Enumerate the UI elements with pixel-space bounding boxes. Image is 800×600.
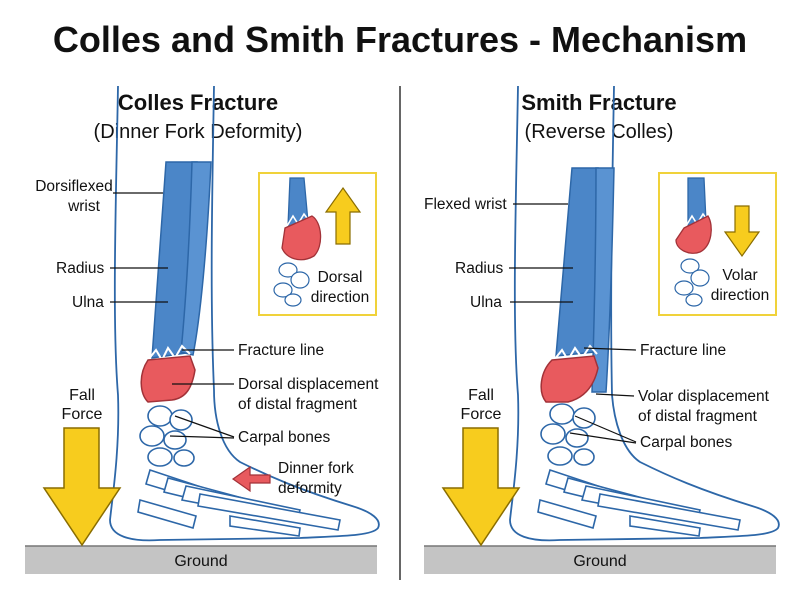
left-arrow-icon [231, 465, 271, 493]
inset-label-1: Dorsal [318, 269, 363, 286]
up-arrow-icon [324, 186, 362, 245]
colles-force-label-2: Force [62, 406, 103, 423]
hand-bones [137, 468, 341, 537]
label-fracture-line: Fracture line [640, 342, 726, 359]
colles-force-label-1: Fall [69, 387, 95, 404]
label-radius: Radius [56, 260, 104, 277]
inset-carpal-bones [674, 258, 710, 307]
carpal-bones [139, 405, 195, 467]
ground-label: Ground [174, 553, 227, 570]
inset-label-1: Volar [722, 267, 757, 284]
label-flexed: Flexed wrist [424, 196, 507, 213]
label-deformity-2: deformity [278, 480, 342, 497]
fracture-zigzag [553, 344, 598, 362]
colles-panel: Colles Fracture (Dinner Fork Deformity) … [25, 85, 380, 574]
smith-panel: Smith Fracture (Reverse Colles) Ground F… [424, 85, 780, 574]
smith-force-label-2: Force [461, 406, 502, 423]
leader-carpal-2 [569, 432, 637, 444]
colles-subtitle: (Dinner Fork Deformity) [94, 121, 303, 143]
ground-label: Ground [573, 553, 626, 570]
ulna-bone [180, 161, 212, 356]
label-ulna: Ulna [470, 294, 502, 311]
smith-subtitle: (Reverse Colles) [525, 121, 674, 143]
distal-fragment [540, 355, 599, 403]
label-dorsiflexed-2: wrist [67, 198, 101, 215]
fall-force-arrow-icon [441, 427, 521, 547]
smith-force-label-1: Fall [468, 387, 494, 404]
label-fracture-line: Fracture line [238, 342, 324, 359]
leader-carpal-1 [574, 415, 637, 443]
ground-bar [25, 546, 377, 574]
inset-fragment [675, 215, 712, 254]
fall-force-arrow-icon [42, 427, 122, 547]
label-carpal: Carpal bones [640, 434, 732, 451]
carpal-bones [540, 403, 596, 466]
label-ulna: Ulna [72, 294, 104, 311]
label-displacement-1: Volar displacement [638, 388, 770, 405]
inset-label-2: direction [311, 289, 370, 306]
label-carpal: Carpal bones [238, 429, 330, 446]
colles-title: Colles Fracture [118, 90, 278, 115]
inset-label-2: direction [711, 287, 770, 304]
label-deformity-1: Dinner fork [278, 460, 354, 477]
smith-inset: Volar direction [658, 172, 777, 316]
radius-bone [555, 167, 599, 357]
leader-carpal-1 [174, 415, 235, 438]
hand-bones [537, 468, 741, 537]
leader-carpal-2 [169, 435, 235, 439]
fracture-zigzag [147, 344, 191, 363]
label-radius: Radius [455, 260, 503, 277]
inset-carpal-bones [273, 262, 310, 307]
label-dorsiflexed-1: Dorsiflexed [35, 178, 113, 195]
leader-displacement [595, 393, 635, 397]
arm-outline [509, 85, 780, 542]
colles-inset: Dorsal direction [258, 172, 377, 316]
arm-outline [109, 85, 380, 542]
ulna-bone [591, 167, 615, 393]
label-displacement-1: Dorsal displacement [238, 376, 379, 393]
distal-fragment [140, 355, 196, 403]
down-arrow-icon [723, 205, 761, 258]
leader-fracture-line [583, 347, 637, 351]
main-title: Colles and Smith Fractures - Mechanism [53, 19, 747, 60]
inset-fragment [281, 215, 322, 261]
label-displacement-2: of distal fragment [638, 408, 758, 425]
label-displacement-2: of distal fragment [238, 396, 358, 413]
ground-bar [424, 546, 776, 574]
smith-title: Smith Fracture [521, 90, 676, 115]
